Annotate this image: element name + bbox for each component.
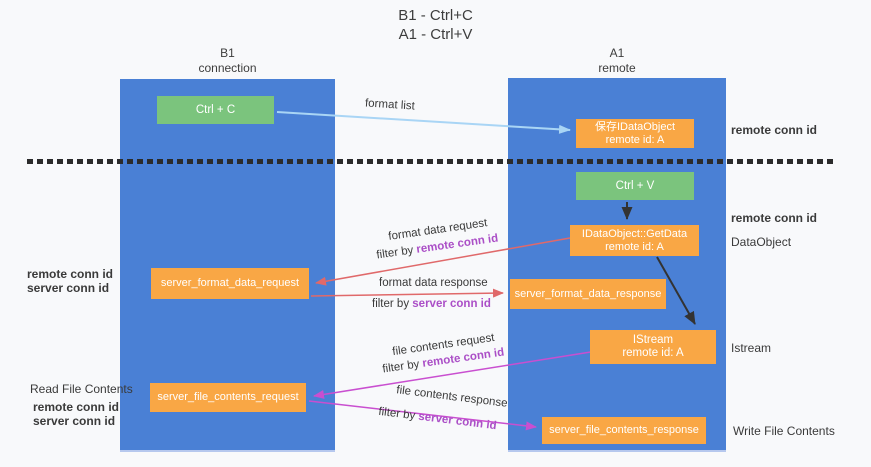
server-conn-id-label-left-2: server conn id [33,414,116,428]
format-list-arrow [276,111,571,134]
getdata-line1: IDataObject::GetData [581,227,688,240]
istream-line2: remote id: A [622,347,684,359]
dataobject-label: DataObject [731,235,792,249]
store-dataobject-line2: remote id: A [605,133,665,146]
filter-by-server-conn-id-annotation-1: filter by server conn id [372,298,491,310]
istream-line1: IStream [632,334,674,346]
server-file-contents-response-label: server_file_contents_response [549,424,699,436]
diagram-title: B1 - Ctrl+C A1 - Ctrl+V [0,6,871,44]
server-format-data-request-box: server_format_data_request [151,268,309,299]
remote-conn-id-label-left-2: remote conn id [33,400,120,414]
server-format-data-response-label: server_format_data_response [514,287,662,300]
ctrl-c-box: Ctrl + C [157,96,274,124]
lane-a1-sub: remote [598,61,636,75]
read-file-contents-label: Read File Contents [30,382,133,396]
getdata-to-format-request-arrow [315,237,571,286]
title-line-2: A1 - Ctrl+V [398,26,473,43]
istream-box: IStream remote id: A [590,330,716,364]
istream-side-label: Istream [731,341,772,355]
server-file-contents-request-label: server_file_contents_request [157,391,299,403]
remote-conn-id-label-right-2: remote conn id [731,211,818,225]
store-dataobject-box: 保存IDataObject remote id: A [576,119,694,148]
getdata-to-istream-arrow [656,256,696,325]
lane-b1-sub: connection [198,61,257,75]
server-format-data-response-box: server_format_data_response [510,279,666,309]
lane-header-a1: A1 remote [508,46,726,76]
server-file-contents-request-box: server_file_contents_request [150,383,306,412]
remote-conn-id-label-right-1: remote conn id [731,123,818,137]
ctrl-c-label: Ctrl + C [195,103,236,116]
file-request-to-response-arrow [308,400,537,431]
filter-by-text: filter by [372,298,410,310]
server-format-data-request-label: server_format_data_request [160,277,300,289]
ctrl-v-box: Ctrl + V [576,172,694,200]
lane-header-b1: B1 connection [120,46,335,76]
server-conn-id-text: server conn id [412,298,491,310]
getdata-line2: remote id: A [605,240,664,253]
format-data-response-annotation: format data response [379,277,488,289]
ctrl-v-label: Ctrl + V [615,179,655,192]
remote-conn-id-label-left-1: remote conn id [27,267,114,281]
getdata-box: IDataObject::GetData remote id: A [570,225,699,256]
title-line-1: B1 - Ctrl+C [398,7,473,24]
lane-a1-name: A1 [609,46,625,60]
lane-b1-name: B1 [220,46,235,60]
server-conn-id-label-left-1: server conn id [27,281,110,295]
store-dataobject-line1: 保存IDataObject [594,120,676,133]
write-file-contents-label: Write File Contents [733,424,835,438]
server-file-contents-response-box: server_file_contents_response [542,417,706,444]
format-request-to-response-arrow [310,288,504,298]
copy-paste-separator-line [27,159,833,164]
istream-to-file-request-arrow [313,350,598,399]
